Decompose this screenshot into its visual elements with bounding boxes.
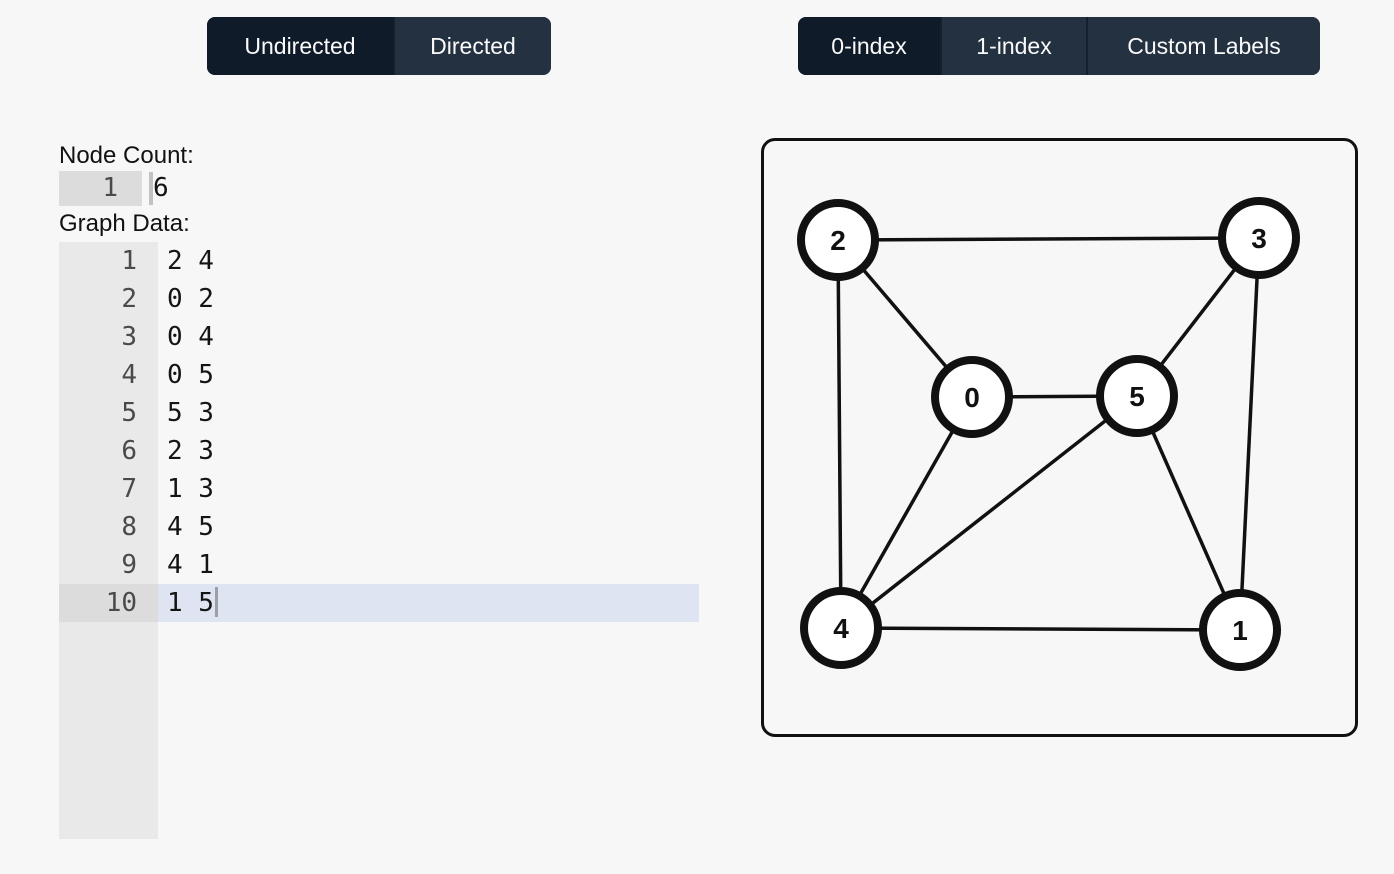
line-number: 5 (59, 394, 158, 432)
graph-data-line[interactable]: 1 2 4 (59, 242, 699, 280)
indexing-toggle-group: 0-index 1-index Custom Labels (798, 17, 1320, 75)
toggle-directed[interactable]: Directed (393, 17, 551, 75)
editor-gutter-empty (59, 622, 158, 839)
graph-edge[interactable] (1135, 395, 1242, 631)
node-label: 0 (964, 382, 980, 413)
graph-visualization: 2 3 0 5 4 1 (797, 197, 1300, 671)
line-number: 10 (59, 584, 158, 622)
toggle-0-index[interactable]: 0-index (798, 17, 940, 75)
graph-node[interactable]: 5 (1096, 355, 1178, 437)
graph-canvas-panel[interactable]: 2 3 0 5 4 1 (761, 138, 1358, 737)
text-cursor (149, 172, 153, 205)
direction-toggle-group: Undirected Directed (207, 17, 551, 75)
line-text: 2 3 (167, 436, 214, 466)
graph-data-line[interactable]: 3 0 4 (59, 318, 699, 356)
graph-edge[interactable] (836, 239, 843, 629)
line-number: 1 (59, 242, 158, 280)
node-label: 5 (1129, 381, 1145, 412)
graph-data-line[interactable]: 6 2 3 (59, 432, 699, 470)
graph-node[interactable]: 3 (1218, 197, 1300, 279)
toggle-1-index[interactable]: 1-index (940, 17, 1086, 75)
graph-data-line[interactable]: 7 1 3 (59, 470, 699, 508)
line-number: 6 (59, 432, 158, 470)
node-label: 3 (1251, 223, 1267, 254)
node-label: 4 (833, 613, 849, 644)
line-number: 2 (59, 280, 158, 318)
line-number: 4 (59, 356, 158, 394)
graph-data-line[interactable]: 8 4 5 (59, 508, 699, 546)
line-text: 0 4 (167, 322, 214, 352)
node-count-label: Node Count: (59, 142, 194, 169)
toggle-custom-labels[interactable]: Custom Labels (1086, 17, 1320, 75)
line-number: 1 (59, 171, 142, 206)
node-label: 1 (1232, 615, 1248, 646)
line-number: 3 (59, 318, 158, 356)
graph-edge[interactable] (837, 236, 1260, 242)
line-text: 1 5 (158, 584, 699, 622)
graph-data-label: Graph Data: (59, 210, 190, 237)
line-text: 4 1 (167, 550, 214, 580)
graph-edge[interactable] (839, 394, 1139, 630)
graph-data-line[interactable]: 5 5 3 (59, 394, 699, 432)
text-cursor (214, 587, 218, 617)
graph-node[interactable]: 0 (931, 356, 1013, 438)
graph-edge[interactable] (840, 626, 1241, 632)
graph-node[interactable]: 2 (797, 199, 879, 281)
graph-data-line[interactable]: 4 0 5 (59, 356, 699, 394)
toggle-undirected[interactable]: Undirected (207, 17, 393, 75)
line-text: 5 3 (167, 398, 214, 428)
line-number: 9 (59, 546, 158, 584)
line-number: 8 (59, 508, 158, 546)
graph-edge[interactable] (1238, 237, 1261, 631)
graph-node[interactable]: 1 (1199, 589, 1281, 671)
graph-edge[interactable] (839, 396, 974, 629)
node-label: 2 (830, 225, 846, 256)
line-text: 4 5 (167, 512, 214, 542)
line-text: 1 3 (167, 474, 214, 504)
graph-data-line[interactable]: 2 0 2 (59, 280, 699, 318)
node-count-editor[interactable]: 1 6 (59, 171, 699, 206)
line-text: 2 4 (167, 246, 214, 276)
node-count-value: 6 (153, 173, 169, 203)
graph-node[interactable]: 4 (800, 587, 882, 669)
graph-data-line[interactable]: 9 4 1 (59, 546, 699, 584)
line-text: 0 5 (167, 360, 214, 390)
line-number: 7 (59, 470, 158, 508)
line-text: 0 2 (167, 284, 214, 314)
